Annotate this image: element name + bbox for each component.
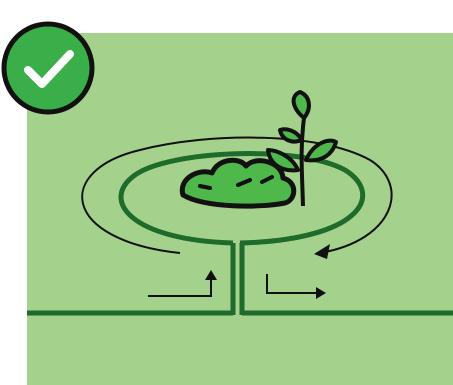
shrub-stroke-3 (200, 186, 210, 188)
badge-circle (4, 24, 92, 112)
check-badge (0, 20, 96, 116)
